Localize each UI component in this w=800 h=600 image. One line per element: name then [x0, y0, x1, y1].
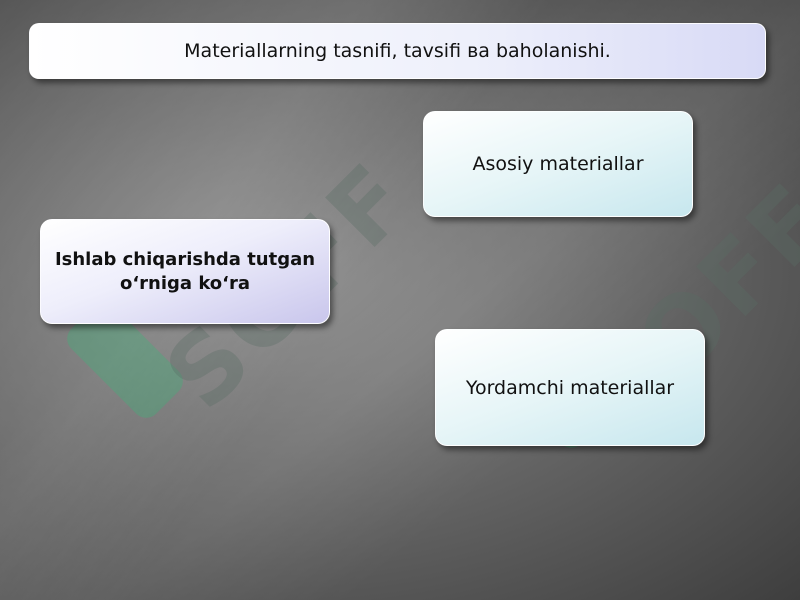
classification-criterion-label: Ishlab chiqarishda tutgan o‘rniga ko‘ra	[54, 249, 316, 294]
main-materials-label: Asosiy materiallar	[472, 153, 644, 175]
slide-title: Materiallarning tasnifi, tavsifi ва baho…	[184, 40, 611, 62]
auxiliary-materials-box: Yordamchi materiallar	[435, 329, 705, 446]
slide-title-box: Materiallarning tasnifi, tavsifi ва baho…	[29, 23, 766, 79]
auxiliary-materials-label: Yordamchi materiallar	[465, 376, 675, 399]
main-materials-box: Asosiy materiallar	[423, 111, 693, 217]
classification-criterion-box: Ishlab chiqarishda tutgan o‘rniga ko‘ra	[40, 219, 330, 324]
